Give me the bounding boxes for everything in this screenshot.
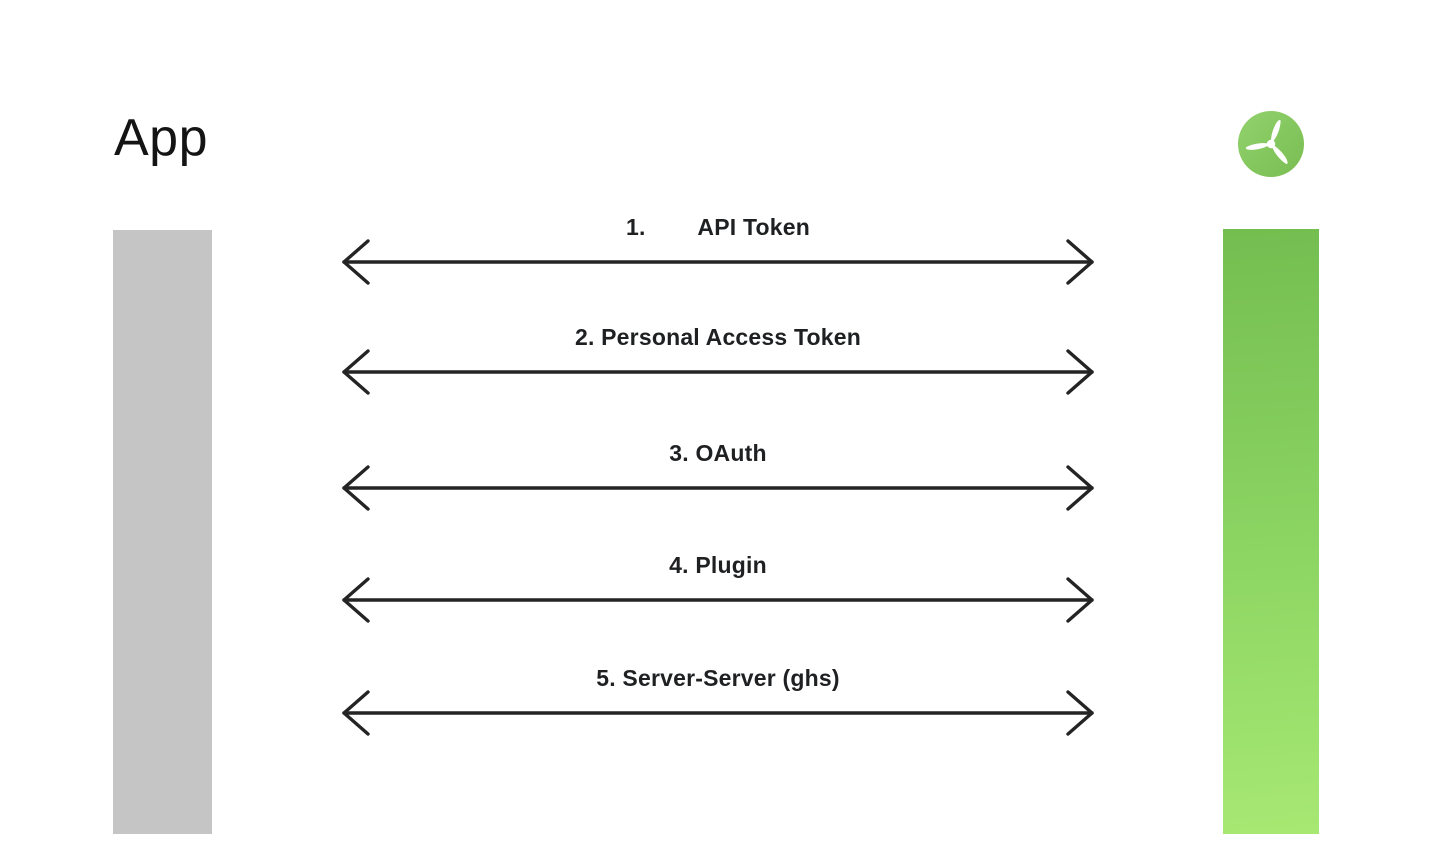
connection-label: 2. Personal Access Token [574, 324, 862, 350]
connection-label: 5. Server-Server (ghs) [596, 665, 840, 691]
app-bar [113, 230, 212, 834]
connection-row-plugin: 4. Plugin [341, 552, 1095, 623]
connection-label: 1. API Token [625, 214, 810, 240]
connection-label: 4. Plugin [669, 552, 767, 578]
wind-turbine-icon [1238, 111, 1304, 177]
double-arrow-icon [342, 239, 1094, 285]
double-arrow-icon [342, 690, 1094, 736]
double-arrow-icon [342, 577, 1094, 623]
connection-row-api-token: 1. API Token [341, 214, 1095, 285]
connection-row-personal-access-token: 2. Personal Access Token [341, 324, 1095, 395]
double-arrow-icon [342, 465, 1094, 511]
double-arrow-icon [342, 349, 1094, 395]
connection-label: 3. OAuth [669, 440, 767, 466]
connection-row-oauth: 3. OAuth [341, 440, 1095, 511]
app-title: App [114, 109, 209, 167]
service-bar [1223, 229, 1319, 834]
connection-row-server-server: 5. Server-Server (ghs) [341, 665, 1095, 736]
